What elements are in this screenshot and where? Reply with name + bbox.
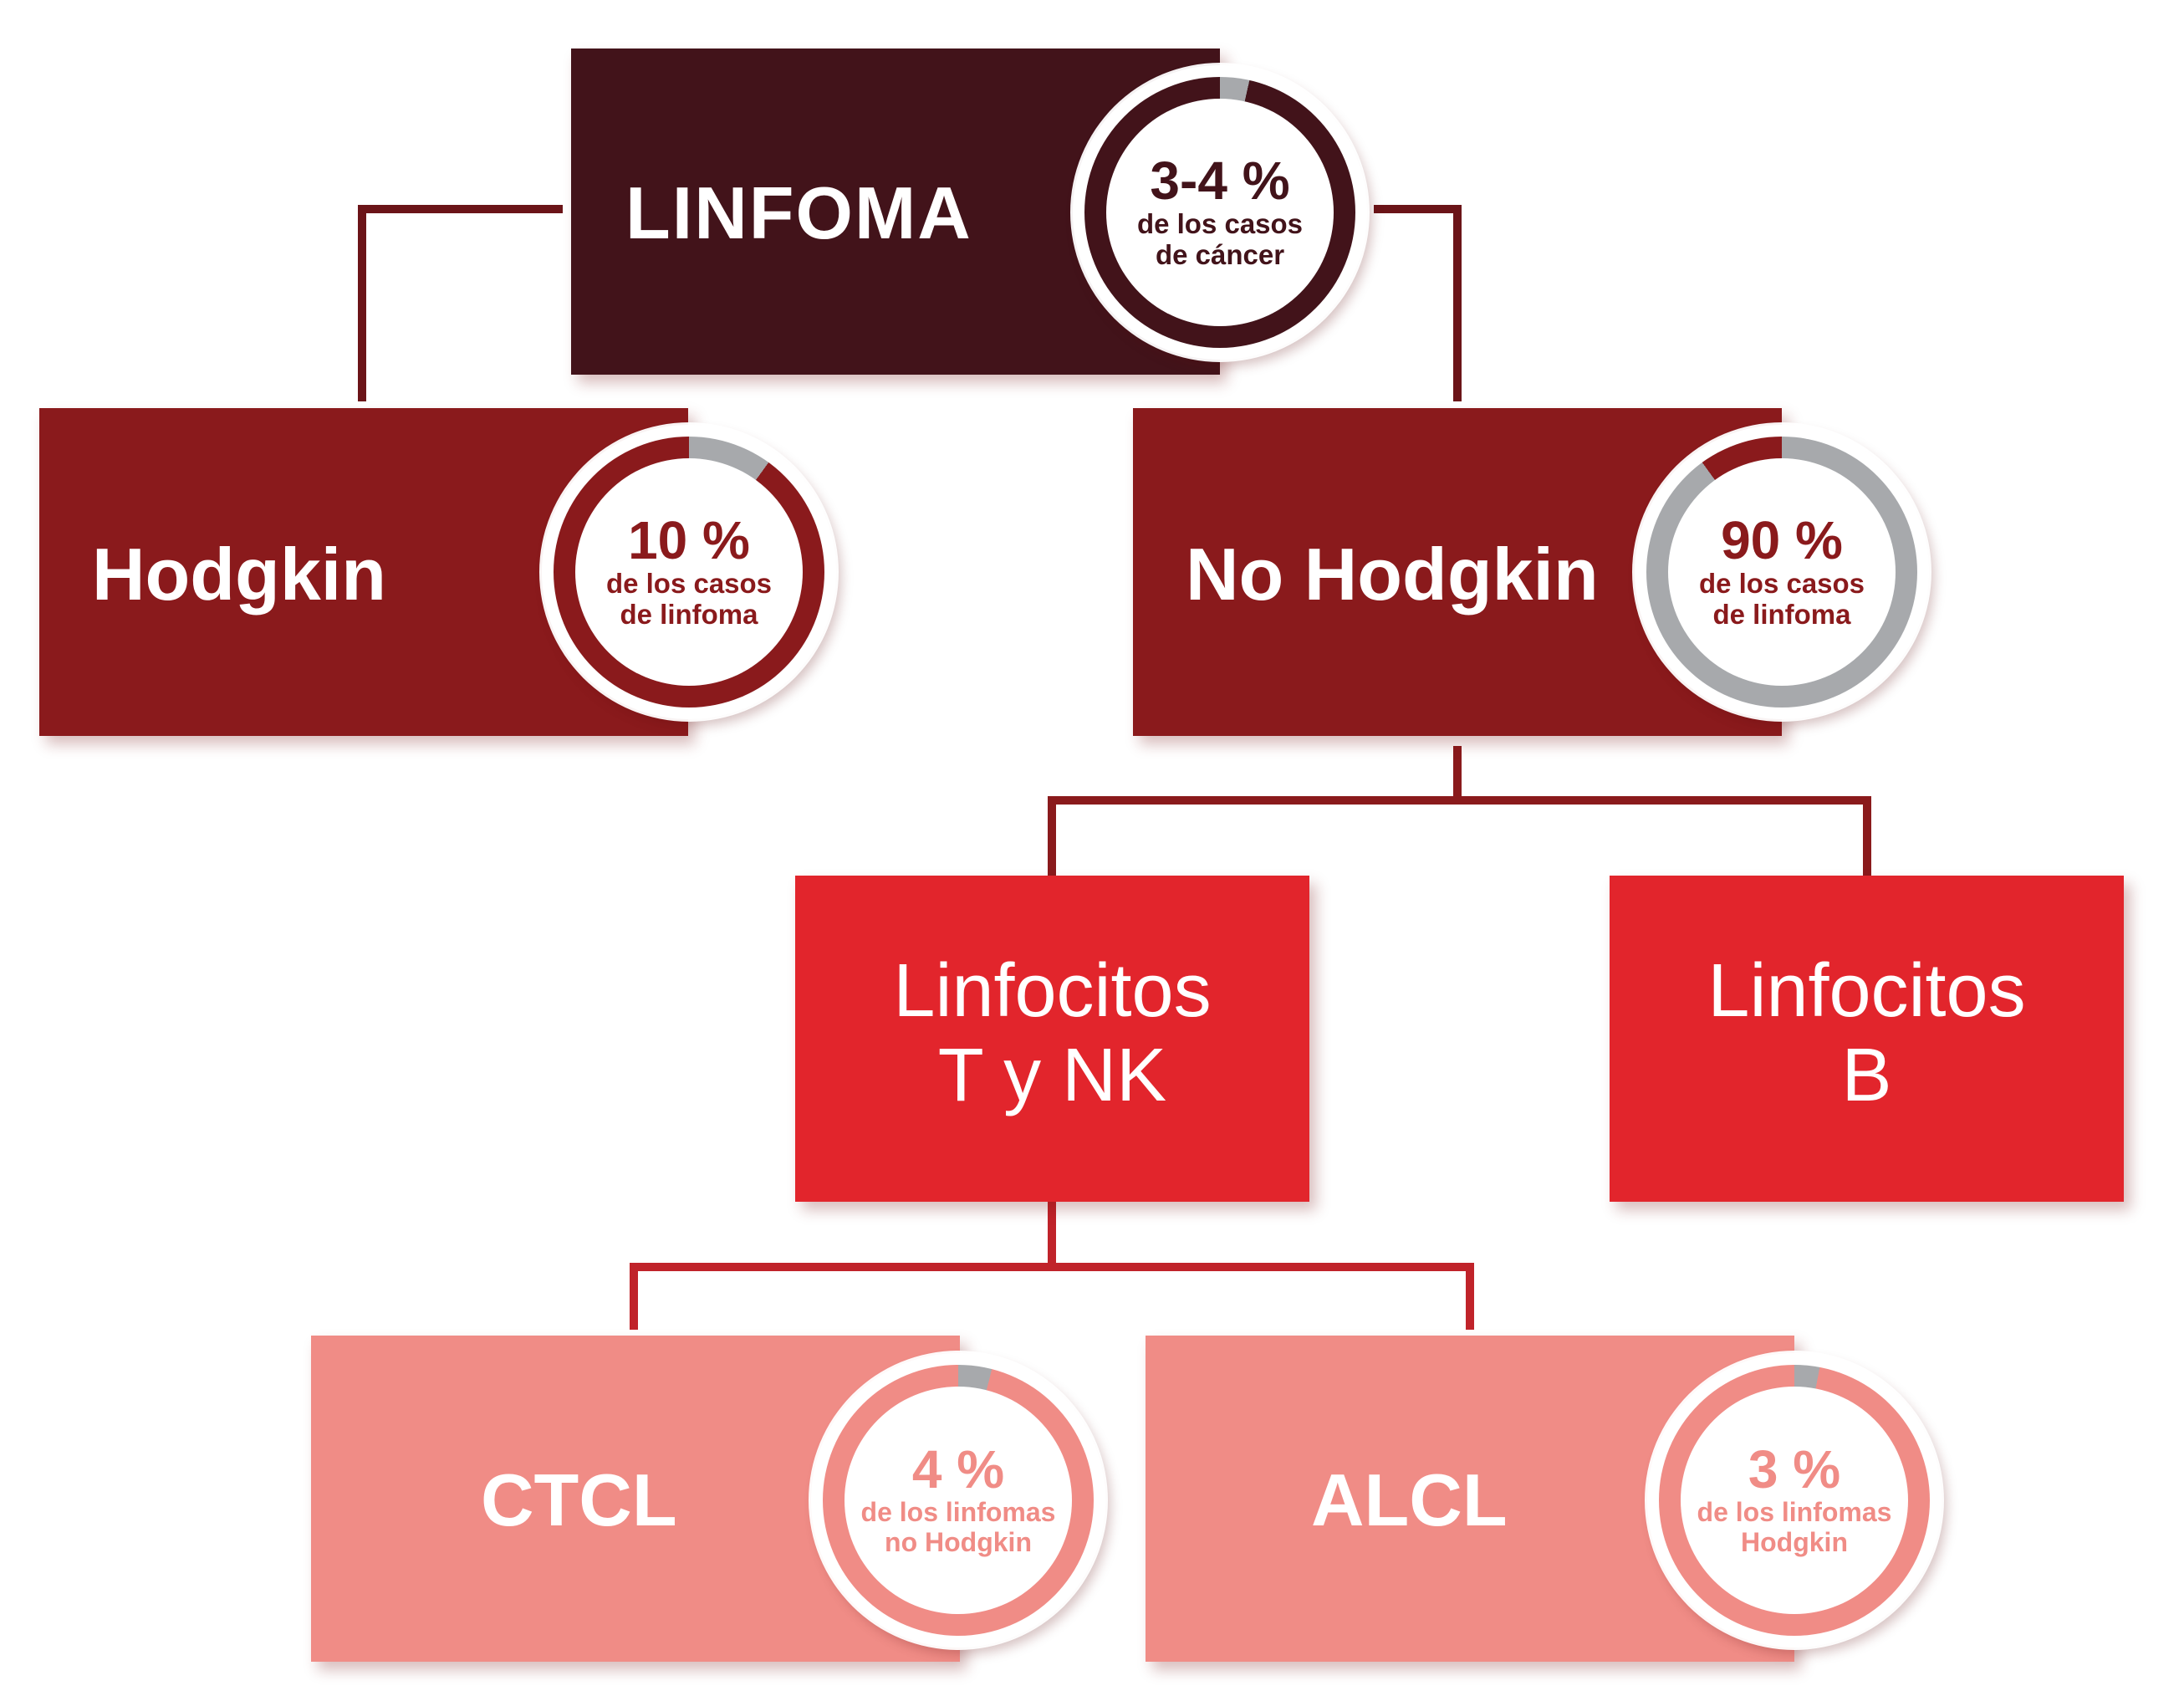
- alcl-percent: 3 %: [1748, 1439, 1841, 1500]
- no-hodgkin-description: de los casos de linfoma: [1698, 568, 1865, 630]
- alcl-description: de los linfomas Hodgkin: [1697, 1497, 1892, 1558]
- node-linfocitos-t-nk-label: Linfocitos T y NK: [795, 949, 1309, 1118]
- linfoma-description: de los casos de cáncer: [1136, 208, 1304, 270]
- b-line2: B: [1841, 1033, 1892, 1117]
- node-hodgkin-label: Hodgkin: [92, 533, 386, 616]
- node-linfocitos-t-nk: [795, 876, 1309, 1202]
- node-ctcl-label: CTCL: [481, 1458, 677, 1541]
- node-linfoma-label: LINFOMA: [625, 171, 972, 254]
- donut-hodgkin-center: 10 % de los casos de linfoma: [575, 458, 803, 686]
- donut-hodgkin: 10 % de los casos de linfoma: [542, 425, 836, 719]
- t-nk-line2: T y NK: [937, 1033, 1167, 1117]
- connector-root-hodgkin: [358, 205, 563, 401]
- ctcl-description-line1: de los linfomas: [860, 1497, 1056, 1528]
- node-linfocitos-b-label: Linfocitos B: [1610, 949, 2124, 1118]
- hodgkin-description: de los casos de linfoma: [605, 568, 773, 630]
- node-linfocitos-b: [1610, 876, 2124, 1202]
- connector-root-nohodgkin: [1374, 205, 1462, 401]
- donut-linfoma: 3-4 % de los casos de cáncer: [1073, 65, 1367, 360]
- no-hodgkin-percent: 90 %: [1721, 510, 1843, 571]
- ctcl-description-line2: no Hodgkin: [885, 1527, 1032, 1557]
- alcl-description-line1: de los linfomas: [1697, 1497, 1892, 1528]
- linfoma-percent: 3-4 %: [1150, 151, 1290, 212]
- connector-tnk-branches: [630, 1263, 1474, 1330]
- alcl-description-line2: Hodgkin: [1741, 1527, 1848, 1557]
- donut-linfoma-center: 3-4 % de los casos de cáncer: [1106, 99, 1334, 326]
- connector-nohodgkin-branches: [1048, 796, 1871, 876]
- node-no-hodgkin-label: No Hodgkin: [1186, 533, 1599, 616]
- donut-no-hodgkin-center: 90 % de los casos de linfoma: [1668, 458, 1896, 686]
- donut-ctcl-center: 4 % de los linfomas no Hodgkin: [845, 1387, 1072, 1614]
- node-alcl-label: ALCL: [1311, 1458, 1508, 1541]
- hodgkin-percent: 10 %: [628, 510, 750, 571]
- donut-no-hodgkin: 90 % de los casos de linfoma: [1635, 425, 1929, 719]
- b-line1: Linfocitos: [1707, 949, 2026, 1033]
- ctcl-percent: 4 %: [911, 1439, 1005, 1500]
- donut-alcl: 3 % de los linfomas Hodgkin: [1647, 1353, 1942, 1647]
- donut-alcl-center: 3 % de los linfomas Hodgkin: [1681, 1387, 1908, 1614]
- ctcl-description: de los linfomas no Hodgkin: [860, 1497, 1056, 1558]
- t-nk-line1: Linfocitos: [893, 949, 1212, 1033]
- donut-ctcl: 4 % de los linfomas no Hodgkin: [811, 1353, 1105, 1647]
